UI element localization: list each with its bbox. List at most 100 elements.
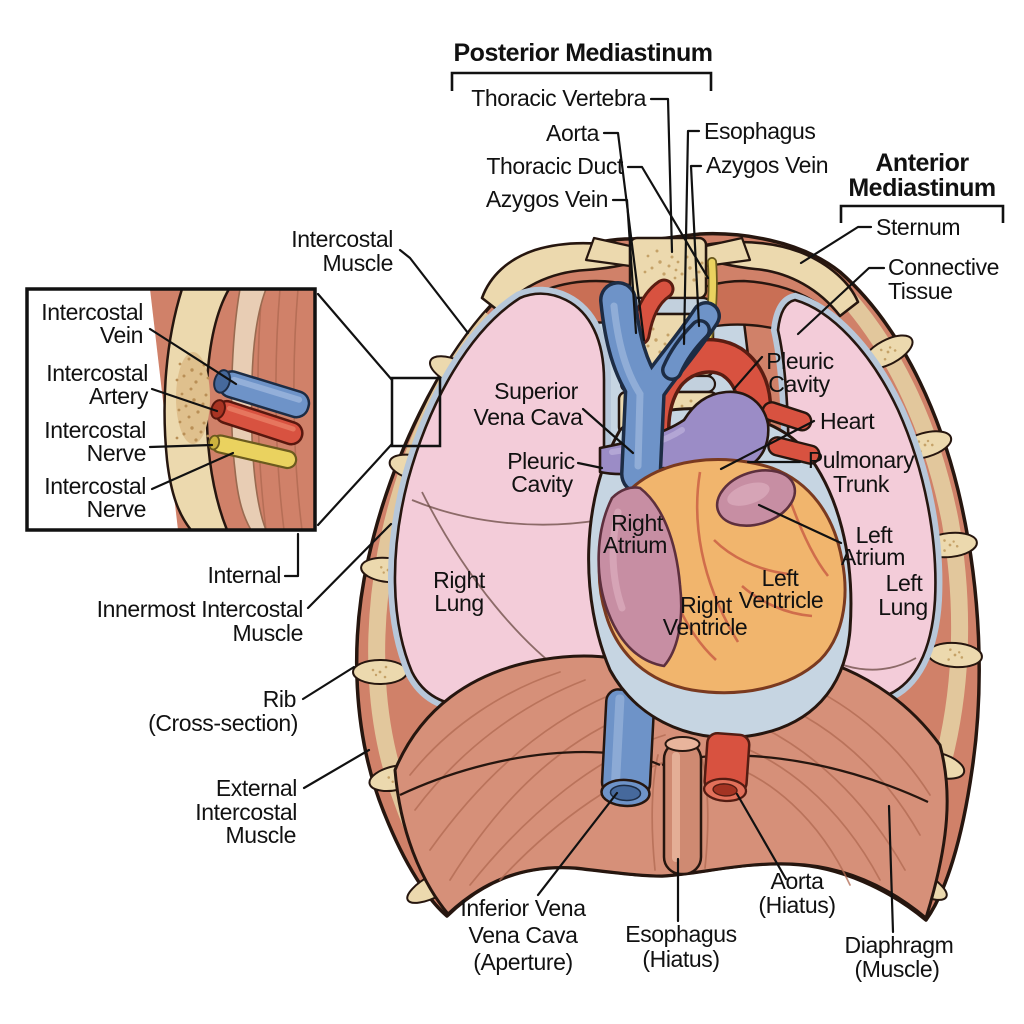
ivc-aperture-label: Inferior Vena xyxy=(460,895,586,921)
aorta-hiatus-tube xyxy=(702,732,751,803)
azygos-vein-left-label: Azygos Vein xyxy=(486,186,608,212)
diaphragm-label: Diaphragm xyxy=(845,932,954,958)
connective-tissue-label-2: Tissue xyxy=(888,278,953,304)
left-atrium-leader xyxy=(757,503,843,545)
right-atrium-shape xyxy=(597,486,683,668)
azygos-right-leader xyxy=(689,164,703,328)
aorta-label: Aorta xyxy=(546,120,600,146)
inset-border xyxy=(25,287,317,532)
internal-bracket-leader xyxy=(283,532,300,578)
right-ventricle-label-2: Ventricle xyxy=(663,614,748,640)
inset-artery-tube xyxy=(210,399,304,446)
ivc-aperture-label-3: (Aperture) xyxy=(473,949,573,975)
pleuric-left-label-2: Cavity xyxy=(511,471,573,497)
azygos-left-leader xyxy=(611,198,638,335)
thoracic-vertebra-leader xyxy=(649,97,674,254)
aorta-hiatus-label: Aorta xyxy=(771,868,825,894)
esophagus-hiatus-label-2: (Hiatus) xyxy=(642,946,719,972)
coronary-vessels xyxy=(662,471,830,661)
posterior-mediastinum-bracket xyxy=(450,71,713,91)
heart-label: Heart xyxy=(820,408,875,434)
innermost-leader xyxy=(306,522,393,610)
connective-tissue-leader xyxy=(796,266,886,336)
inferior-vena-cava-tube xyxy=(600,688,656,808)
rib-label-2: (Cross-section) xyxy=(148,710,298,736)
anterior-mediastinum-header: Anterior xyxy=(875,149,969,177)
anterior-mediastinum-bracket xyxy=(839,204,1005,223)
esophagus-label: Esophagus xyxy=(704,118,816,144)
inset-connector-top xyxy=(316,292,394,382)
esophagus-leader xyxy=(682,129,701,346)
inset-nerve1-leader xyxy=(148,443,214,449)
external-label-2: Intercostal xyxy=(195,799,297,825)
heart-leader xyxy=(719,419,816,471)
left-atrium-label: Left xyxy=(856,522,894,548)
pleuric-right-leader xyxy=(732,355,764,391)
posterior-mediastinum-header: Posterior Mediastinum xyxy=(454,39,713,67)
pleuric-left-leader xyxy=(576,461,604,470)
pleuric-left-label: Pleuric xyxy=(507,448,575,474)
pulmonary-trunk-label-2: Trunk xyxy=(833,471,890,497)
intercostal-muscle-leader xyxy=(398,248,470,335)
aorta-hiatus-leader xyxy=(735,792,788,881)
pleuric-right-label: Pleuric xyxy=(766,348,834,374)
left-lung-label: Left xyxy=(886,570,924,596)
inset-vein-label: Intercostal xyxy=(41,299,143,325)
connective-tissue-label: Connective xyxy=(888,254,999,280)
thoracic-vertebra-label: Thoracic Vertebra xyxy=(471,85,646,111)
pleuric-right-label-2: Cavity xyxy=(768,371,830,397)
left-ventricle-label: Left xyxy=(762,565,800,591)
left-lung-label-2: Lung xyxy=(878,594,928,620)
inset-nerve1-label: Intercostal xyxy=(44,417,146,443)
left-atrium-label-2: Atrium xyxy=(841,544,905,570)
inset-nerve2-label-2: Nerve xyxy=(87,496,146,522)
left-ventricle-label-2: Ventricle xyxy=(739,587,824,613)
internal-label: Internal xyxy=(207,562,281,588)
diaphragm-label-2: (Muscle) xyxy=(855,956,940,982)
innermost-label-2: Muscle xyxy=(233,620,303,646)
right-lung-label-2: Lung xyxy=(434,590,484,616)
inset-vein-label-2: Vein xyxy=(100,322,143,348)
aorta-hiatus-label-2: (Hiatus) xyxy=(758,892,835,918)
inset-nerve2-label: Intercostal xyxy=(44,473,146,499)
inset-vein-leader xyxy=(148,327,238,386)
rib-label: Rib xyxy=(263,686,296,712)
innermost-label: Innermost Intercostal xyxy=(97,596,303,622)
thoracic-duct-leader xyxy=(626,165,710,280)
inset-artery-label: Intercostal xyxy=(46,360,148,386)
inset-artery-leader xyxy=(150,387,219,413)
anterior-mediastinum-header-2: Mediastinum xyxy=(848,174,995,202)
sternum-label: Sternum xyxy=(876,214,960,240)
esophagus-tube xyxy=(662,736,703,876)
thoracic-duct-label: Thoracic Duct xyxy=(486,153,624,179)
right-lung-shape xyxy=(387,286,611,714)
svc-label-2: Vena Cava xyxy=(474,404,584,430)
heart-shape xyxy=(597,458,847,695)
external-label: External xyxy=(216,775,297,801)
pulmonary-trunk-label: Pulmonary xyxy=(808,447,915,473)
intercostal-inset xyxy=(25,287,442,532)
superior-vena-cava-vessel xyxy=(599,281,721,495)
esophagus-hiatus-label: Esophagus xyxy=(625,921,737,947)
rib-leader xyxy=(301,665,356,701)
inset-nerve2-leader xyxy=(150,451,235,491)
leader-lines xyxy=(148,97,895,934)
intercostal-muscle-label-2: Muscle xyxy=(323,250,393,276)
azygos-vein-right-label: Azygos Vein xyxy=(706,152,828,178)
sternum-leader xyxy=(799,225,873,265)
intercostal-muscle-label: Intercostal xyxy=(291,226,393,252)
ivc-aperture-label-2: Vena Cava xyxy=(469,922,579,948)
ivc-aperture-leader xyxy=(536,791,619,897)
external-label-3: Muscle xyxy=(226,822,296,848)
svc-label: Superior xyxy=(494,378,578,404)
inset-vein-tube xyxy=(213,369,311,419)
inset-artery-label-2: Artery xyxy=(89,383,149,409)
right-lung-label: Right xyxy=(433,567,486,593)
external-leader xyxy=(302,748,371,790)
inset-nerve1-label-2: Nerve xyxy=(87,440,146,466)
right-atrium-label-2: Atrium xyxy=(603,532,667,558)
aorta-leader xyxy=(602,131,646,342)
diaphragm-leader xyxy=(887,804,895,934)
